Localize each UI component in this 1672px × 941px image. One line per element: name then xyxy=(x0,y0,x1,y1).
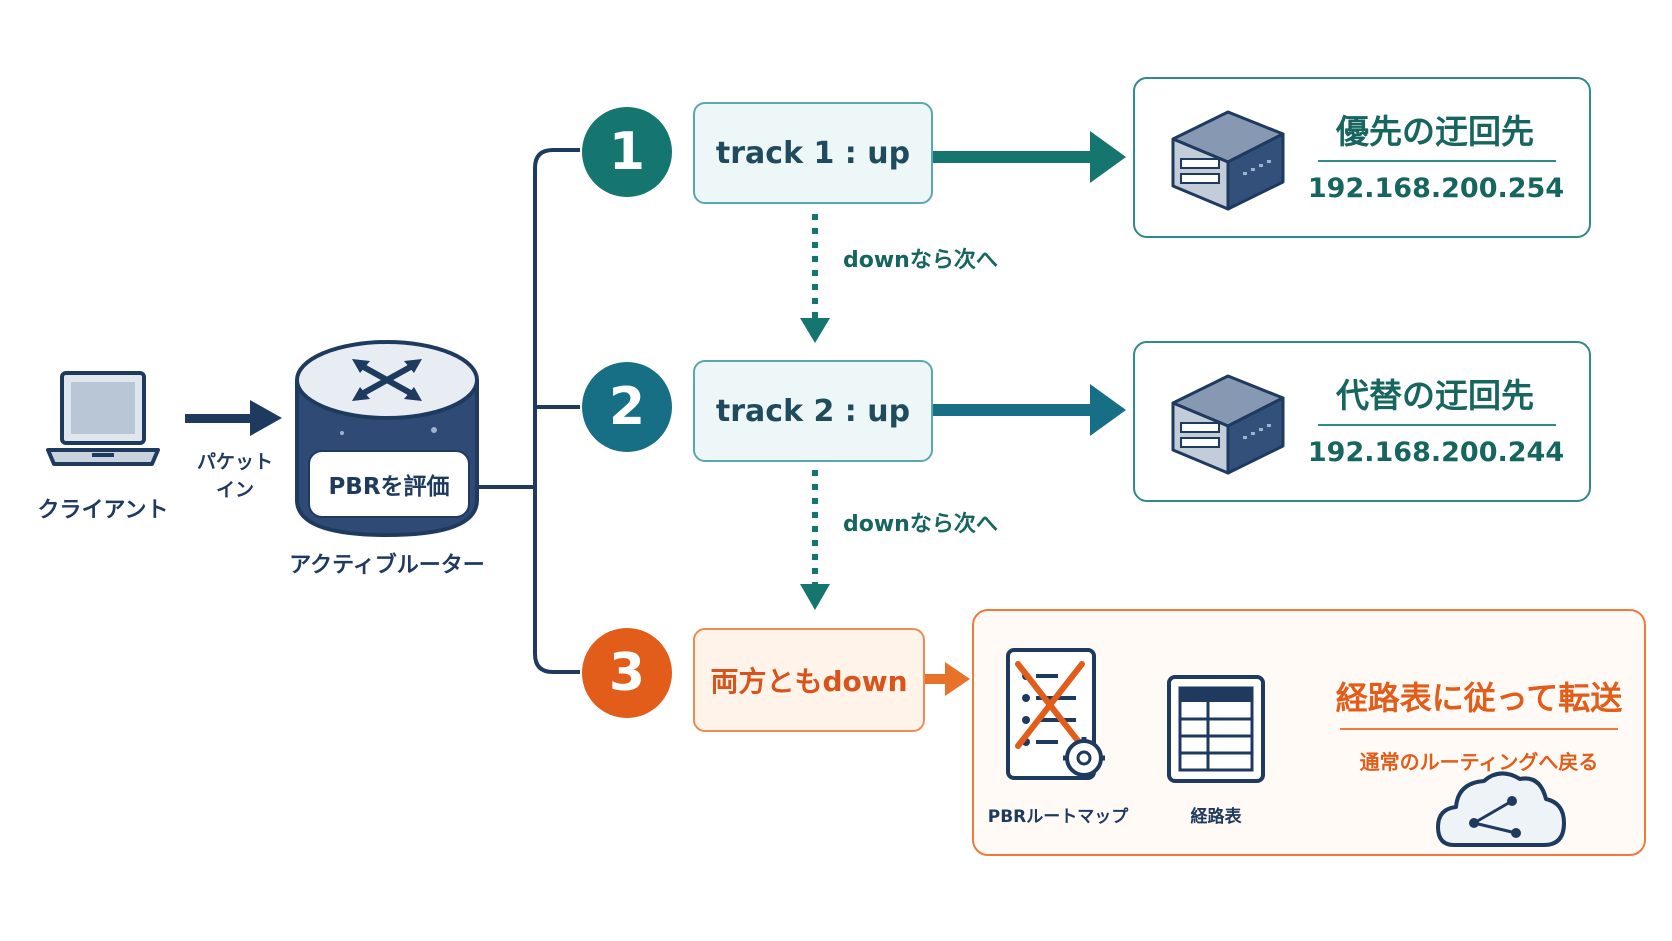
forward-by-routing-table-title: 経路表に従って転送 xyxy=(1335,679,1623,717)
down-next-note-1: downなら次へ xyxy=(843,248,998,273)
routing-table-icon xyxy=(1167,675,1265,783)
pbr-evaluate-box: PBRを評価 xyxy=(308,450,470,518)
down-next-note-2: downなら次へ xyxy=(843,512,998,537)
alternate-destination-card: 代替の迂回先 192.168.200.244 xyxy=(1133,341,1591,502)
preferred-destination-title: 優先の迂回先 xyxy=(1336,112,1534,151)
track2-arrow xyxy=(930,384,1126,436)
track-1-condition: track 1 : up xyxy=(693,102,933,204)
step-2-badge: 2 xyxy=(582,362,672,452)
preferred-destination-card: 優先の迂回先 192.168.200.254 xyxy=(1133,77,1591,238)
alternate-destination-title: 代替の迂回先 xyxy=(1336,376,1534,415)
return-to-normal-routing: 通常のルーティングへ戻る xyxy=(1359,750,1599,774)
laptop-icon xyxy=(46,371,160,466)
step-3-badge: 3 xyxy=(582,628,672,718)
cloud-network-icon xyxy=(1436,771,1566,847)
alternate-destination-ip: 192.168.200.244 xyxy=(1307,437,1565,468)
server-icon xyxy=(1171,374,1285,475)
title-divider xyxy=(1340,728,1618,730)
track-2-condition: track 2 : up xyxy=(693,360,933,462)
client-node: クライアント xyxy=(28,368,178,528)
down-arrow-2 xyxy=(800,470,830,610)
router-label: アクティブルーター xyxy=(289,553,485,578)
packet-in-line2: イン xyxy=(215,479,254,501)
routing-table-label: 経路表 xyxy=(1190,807,1242,827)
server-icon xyxy=(1171,110,1285,211)
down-arrow-1 xyxy=(800,214,830,343)
fallback-routing-card: PBRルートマップ 経路表 経路表に従って転送 通常のルーティングへ戻る xyxy=(972,609,1646,856)
track1-arrow xyxy=(930,131,1126,183)
packet-in-line1: パケット xyxy=(196,451,273,473)
title-divider xyxy=(1318,160,1556,162)
both-down-condition: 両方ともdown xyxy=(693,628,925,732)
packet-arrow xyxy=(185,400,282,436)
title-divider xyxy=(1318,424,1556,426)
preferred-destination-ip: 192.168.200.254 xyxy=(1307,173,1565,204)
both-down-arrow xyxy=(925,662,970,696)
branch-bracket xyxy=(470,148,580,674)
packet-in-label: パケット イン xyxy=(185,448,285,504)
step-1-badge: 1 xyxy=(582,107,672,197)
router-node: PBRを評価 アクティブルーター xyxy=(289,335,485,578)
route-map-disabled-icon xyxy=(1006,648,1105,780)
client-label: クライアント xyxy=(37,498,169,523)
pbr-route-map-label: PBRルートマップ xyxy=(987,807,1129,827)
